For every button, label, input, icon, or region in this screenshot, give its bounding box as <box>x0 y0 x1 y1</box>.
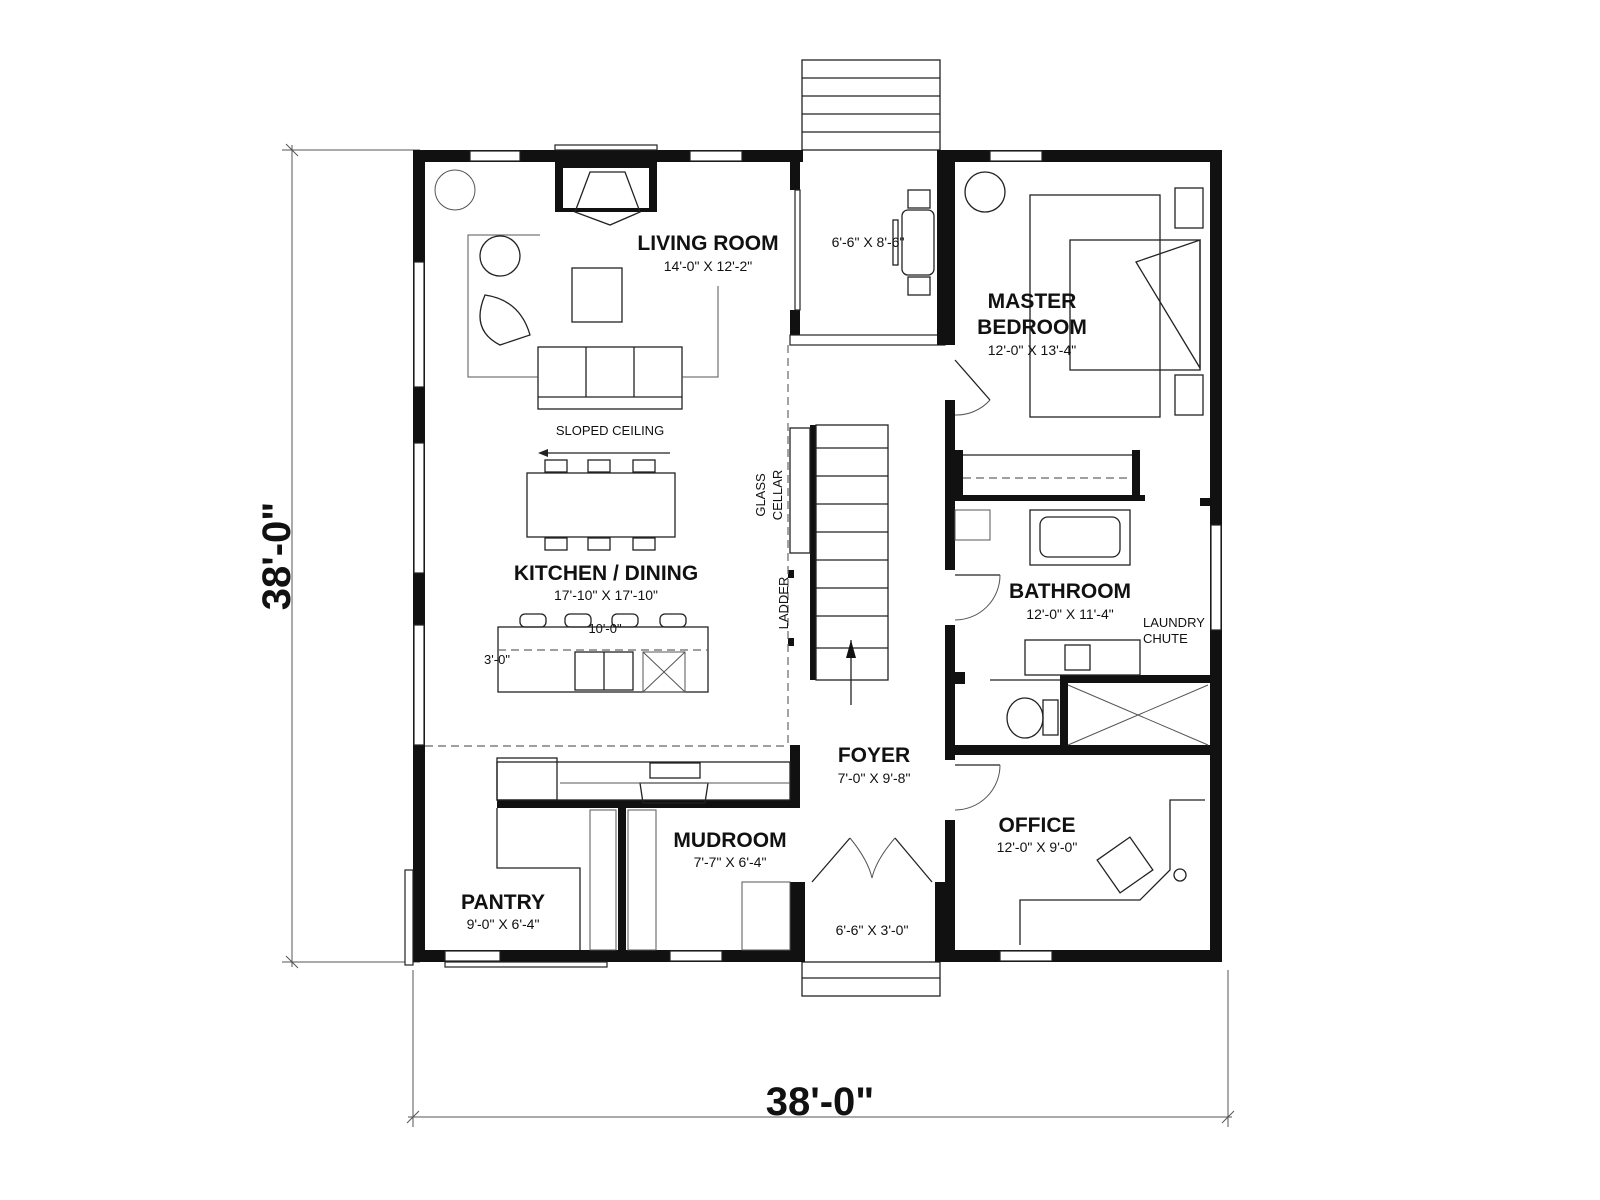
room-name: OFFICE <box>999 814 1076 837</box>
island-width: 3'-0" <box>484 652 510 667</box>
exterior-walls <box>413 150 1222 962</box>
room-bathroom: BATHROOM 12'-0" X 11'-4" <box>1009 580 1131 622</box>
overall-height-label: 38'-0" <box>255 502 299 611</box>
windows <box>404 150 1222 968</box>
room-name: BATHROOM <box>1009 580 1131 603</box>
deck-dims: 6'-6" X 8'-6" <box>832 234 905 250</box>
sloped-ceiling-note: SLOPED CEILING <box>556 423 664 438</box>
dimension-lines <box>282 143 1235 1127</box>
room-mudroom: MUDROOM 7'-7" X 6'-4" <box>673 829 786 870</box>
pantry-shelves <box>496 808 791 951</box>
room-name: FOYER <box>838 744 910 767</box>
interior-walls <box>497 150 1210 962</box>
master-bed <box>1029 187 1204 418</box>
room-master-bedroom: MASTER BEDROOM 12'-0" X 13'-4" <box>977 290 1087 358</box>
room-office: OFFICE 12'-0" X 9'-0" <box>997 814 1078 855</box>
plant-icon <box>434 169 476 211</box>
glass-label: GLASS <box>753 473 768 517</box>
room-dims: 14'-0" X 12'-2" <box>664 258 752 274</box>
arrow-left-icon <box>538 449 548 457</box>
room-living: LIVING ROOM 14'-0" X 12'-2" <box>637 232 778 274</box>
overall-width-label: 38'-0" <box>766 1080 875 1124</box>
chute-label: CHUTE <box>1143 631 1188 646</box>
kitchen-island <box>497 613 709 693</box>
room-dims: 12'-0" X 11'-4" <box>1026 606 1113 622</box>
room-dims: 9'-0" X 6'-4" <box>467 916 540 932</box>
room-kitchen: KITCHEN / DINING 17'-10" X 17'-10" <box>514 562 698 603</box>
staircase <box>789 424 889 705</box>
dining-table <box>526 459 676 551</box>
plant-icon <box>964 171 1006 213</box>
rear-steps <box>801 59 941 151</box>
room-name: PANTRY <box>461 891 545 914</box>
cellar-label: CELLAR <box>770 470 785 521</box>
room-dims: 12'-0" X 13'-4" <box>988 342 1076 358</box>
room-name: BEDROOM <box>977 316 1087 339</box>
room-dims: 7'-7" X 6'-4" <box>694 854 767 870</box>
room-name: MUDROOM <box>673 829 786 852</box>
ladder-label: LADDER <box>776 577 791 630</box>
doors <box>811 359 1001 883</box>
office-furniture <box>1019 799 1205 945</box>
room-dims: 17'-10" X 17'-10" <box>554 587 658 603</box>
room-pantry: PANTRY 9'-0" X 6'-4" <box>461 891 545 932</box>
room-dims: 7'-0" X 9'-8" <box>838 770 911 786</box>
room-name: MASTER <box>988 290 1077 313</box>
island-length: 10'-0" <box>588 621 622 636</box>
kitchen-counter <box>496 757 791 804</box>
room-foyer: FOYER 7'-0" X 9'-8" <box>838 744 911 786</box>
room-dims: 12'-0" X 9'-0" <box>997 839 1078 855</box>
living-furniture <box>467 234 719 410</box>
front-steps <box>801 961 941 997</box>
deck-table <box>892 189 935 296</box>
fireplace <box>554 144 658 226</box>
entry-dims: 6'-6" X 3'-0" <box>836 922 909 938</box>
room-name: LIVING ROOM <box>637 232 778 255</box>
bathroom-fixtures <box>954 509 1209 746</box>
room-name: KITCHEN / DINING <box>514 562 698 585</box>
laundry-label: LAUNDRY <box>1143 615 1205 630</box>
